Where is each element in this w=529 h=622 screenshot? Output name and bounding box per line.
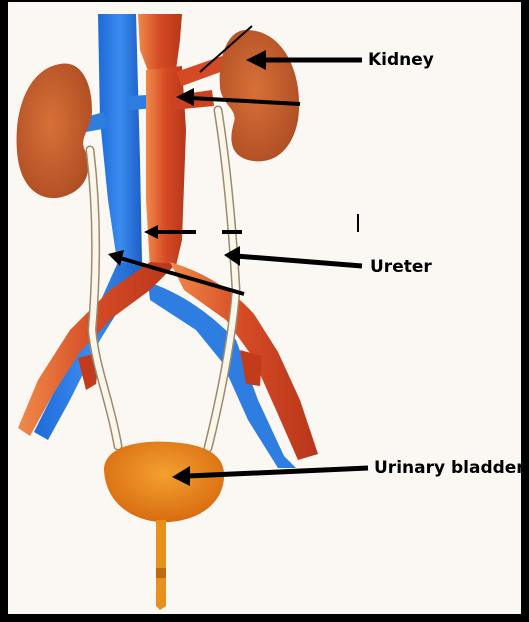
ureter-label: Ureter — [370, 257, 432, 277]
urinary-bladder-label: Urinary bladder — [374, 458, 525, 478]
kidney-label: Kidney — [368, 50, 434, 70]
